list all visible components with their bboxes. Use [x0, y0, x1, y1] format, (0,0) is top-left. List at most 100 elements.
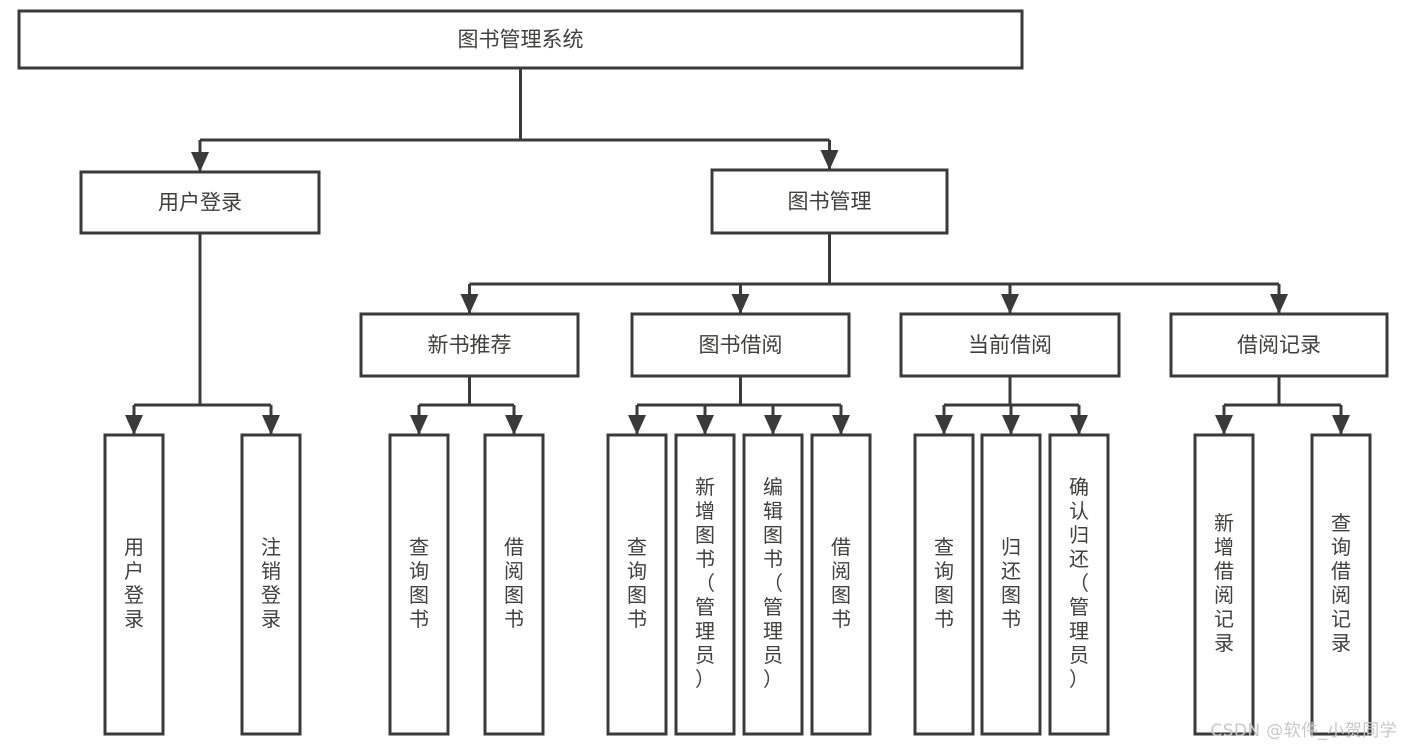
- node-label-char: 书: [934, 607, 954, 631]
- node-label-char: 记: [1214, 607, 1234, 631]
- node-label-char: ）: [763, 667, 783, 691]
- node-label: 借阅记录: [1237, 333, 1321, 357]
- node-label-char: 销: [261, 559, 281, 583]
- node-label-char: （: [763, 571, 783, 595]
- node-label-char: 书: [627, 607, 647, 631]
- node-label-char: 员: [763, 643, 783, 667]
- node-box: [17, 9, 1024, 70]
- node-book-manage[interactable]: 图书管理: [710, 168, 949, 235]
- arrow-head-icon: [410, 415, 428, 435]
- node-label-char: 书: [695, 547, 715, 571]
- node-label-char: 增: [1214, 535, 1234, 559]
- node-label-char: 录: [1214, 631, 1234, 655]
- node-box: [674, 433, 736, 736]
- arrow-head-icon: [1270, 294, 1288, 314]
- node-label: 图书管理: [788, 190, 872, 214]
- node-label-char: 询: [627, 559, 647, 583]
- node-label: 图书管理系统: [458, 28, 584, 52]
- node-label-char: 查: [627, 535, 647, 559]
- node-label-char: 书: [409, 607, 429, 631]
- node-label-char: 还: [1001, 559, 1021, 583]
- node-label-char: ）: [695, 667, 715, 691]
- node-user-login[interactable]: 用户登录: [79, 170, 321, 235]
- node-root[interactable]: 图书管理系统: [17, 9, 1024, 70]
- node-label-char: （: [1069, 571, 1089, 595]
- node-box: [630, 312, 851, 378]
- node-label-char: 还: [1069, 547, 1089, 571]
- node-label-char: 户: [124, 559, 144, 583]
- node-label-char: 管: [763, 595, 783, 619]
- node-label-char: 管: [695, 595, 715, 619]
- node-leaf-user-login[interactable]: 用户登录: [103, 433, 165, 736]
- node-label-char: 书: [831, 607, 851, 631]
- node-label-char: 借: [504, 535, 524, 559]
- arrow-head-icon: [191, 152, 209, 172]
- node-label-char: 查: [1331, 511, 1351, 535]
- node-label-char: 录: [261, 607, 281, 631]
- node-current-borrow[interactable]: 当前借阅: [899, 312, 1121, 378]
- node-label-char: 图: [627, 583, 647, 607]
- node-box: [1310, 433, 1372, 736]
- arrow-head-icon: [1070, 415, 1088, 435]
- node-label-char: 编: [763, 475, 783, 499]
- node-box: [980, 433, 1042, 736]
- node-label-char: 用: [124, 535, 144, 559]
- node-label-char: 图: [1001, 583, 1021, 607]
- arrow-head-icon: [731, 294, 750, 314]
- arrow-head-icon: [1002, 415, 1020, 435]
- node-label-char: 图: [763, 523, 783, 547]
- node-label-char: 借: [831, 535, 851, 559]
- node-box: [913, 433, 975, 736]
- node-label-char: （: [695, 571, 715, 595]
- arrow-head-icon: [125, 415, 143, 435]
- node-label-char: 借: [1214, 559, 1234, 583]
- node-new-book-rec[interactable]: 新书推荐: [359, 312, 580, 378]
- arrow-head-icon: [696, 415, 714, 435]
- node-label-char: 录: [1331, 631, 1351, 655]
- node-box: [742, 433, 804, 736]
- arrow-head-icon: [820, 150, 839, 170]
- node-label: 用户登录: [158, 191, 242, 215]
- node-box: [606, 433, 668, 736]
- node-label-char: 录: [124, 607, 144, 631]
- node-label: 图书借阅: [699, 333, 783, 357]
- node-label-char: 书: [763, 547, 783, 571]
- node-label-char: 管: [1069, 595, 1089, 619]
- node-borrow-record[interactable]: 借阅记录: [1169, 312, 1389, 378]
- arrow-head-icon: [1332, 415, 1350, 435]
- node-box: [1193, 433, 1255, 736]
- node-label-char: 图: [409, 583, 429, 607]
- node-box: [240, 433, 302, 736]
- node-label-char: 登: [261, 583, 281, 607]
- node-label-char: 图: [831, 583, 851, 607]
- node-label-char: 询: [1331, 535, 1351, 559]
- node-label-char: 查: [934, 535, 954, 559]
- node-label-char: 归: [1069, 523, 1089, 547]
- arrow-head-icon: [262, 415, 280, 435]
- node-label-char: 记: [1331, 607, 1351, 631]
- arrow-head-icon: [505, 415, 523, 435]
- node-label-char: 理: [695, 619, 715, 643]
- arrow-head-icon: [832, 415, 850, 435]
- node-label-char: 阅: [831, 559, 851, 583]
- node-box: [710, 168, 949, 235]
- node-box: [79, 170, 321, 235]
- node-label-char: ）: [1069, 667, 1089, 691]
- node-label-char: 归: [1001, 535, 1021, 559]
- node-book-borrow[interactable]: 图书借阅: [630, 312, 851, 378]
- arrow-head-icon: [628, 415, 646, 435]
- node-label-char: 辑: [763, 499, 783, 523]
- node-label-char: 新: [695, 475, 715, 499]
